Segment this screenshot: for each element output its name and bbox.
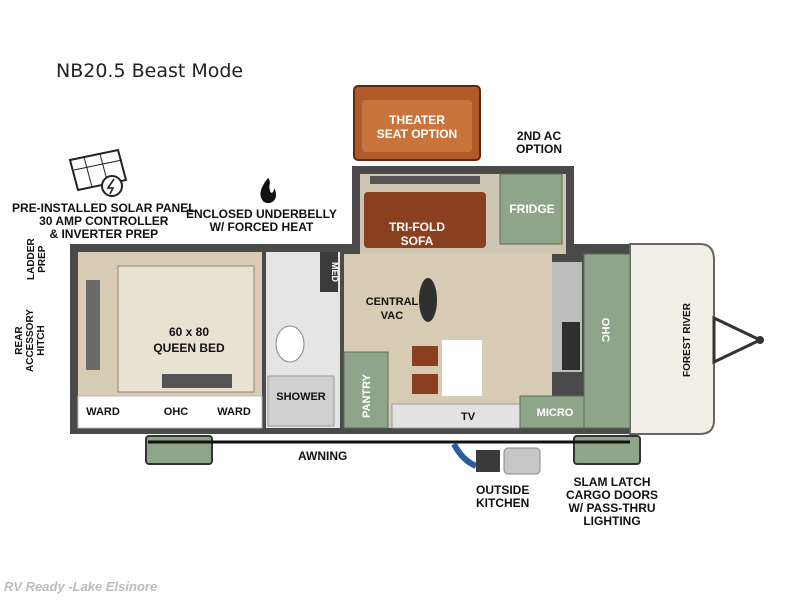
front-cap xyxy=(629,243,715,435)
shower-label: SHOWER xyxy=(276,391,326,403)
brand-label: FOREST RIVER xyxy=(682,302,693,377)
med-label: MED xyxy=(330,262,340,283)
hitch-annotation: REAR ACCESSORY HITCH xyxy=(14,309,47,372)
fridge xyxy=(499,173,563,245)
tv-label: TV xyxy=(461,411,476,423)
sofa xyxy=(364,192,486,248)
central-vac-label-2: VAC xyxy=(381,310,403,322)
central-vac-label-1: CENTRAL xyxy=(366,296,419,308)
chair-1 xyxy=(412,346,438,366)
fridge-label: FRIDGE xyxy=(509,202,554,216)
bed-size-label: 60 x 80 xyxy=(169,325,209,339)
cargo-doors-annotation: SLAM LATCH CARGO DOORS W/ PASS-THRU LIGH… xyxy=(566,475,659,528)
pantry xyxy=(343,351,389,429)
wheel-rear-left xyxy=(145,435,213,465)
watermark: RV Ready -Lake Elsinore xyxy=(4,579,158,594)
chair-2 xyxy=(412,374,438,394)
micro-label: MICRO xyxy=(537,407,574,419)
slide-window xyxy=(370,176,480,184)
ohc-front-label: OHC xyxy=(599,318,611,343)
central-vac-boot xyxy=(419,278,437,322)
bed-cabinet xyxy=(77,395,263,429)
bed xyxy=(117,265,255,393)
pantry-label: PANTRY xyxy=(361,373,373,418)
med-cabinet xyxy=(320,252,338,292)
wheel-rear-right xyxy=(573,435,641,465)
ohc-bed-label: OHC xyxy=(164,406,189,418)
stove xyxy=(562,322,580,370)
solar-annotation: PRE-INSTALLED SOLAR PANEL 30 AMP CONTROL… xyxy=(12,201,196,241)
bed-type-label: QUEEN BED xyxy=(153,341,225,355)
rear-window xyxy=(86,280,100,370)
table xyxy=(442,340,482,396)
flame-icon xyxy=(260,178,277,204)
solar-panel-icon xyxy=(68,148,128,197)
awning-annotation: AWNING xyxy=(298,449,348,463)
floorplan-title: NB20.5 Beast Mode xyxy=(56,60,244,82)
tv-cabinet xyxy=(391,403,521,429)
ac-annotation: 2ND AC OPTION xyxy=(516,129,563,156)
ladder-annotation: LADDER PREP xyxy=(26,238,48,280)
sofa-label-2: SOFA xyxy=(401,234,434,248)
shower xyxy=(267,375,335,427)
outside-kitchen xyxy=(451,442,541,475)
underbelly-annotation: ENCLOSED UNDERBELLY W/ FORCED HEAT xyxy=(186,207,337,234)
tongue-hitch xyxy=(712,315,764,365)
toilet xyxy=(275,325,305,363)
outside-kitchen-annotation: OUTSIDE KITCHEN xyxy=(476,483,530,510)
pillows xyxy=(162,374,232,388)
sofa-label-1: TRI-FOLD xyxy=(389,220,445,234)
ward-left-label: WARD xyxy=(86,406,120,418)
front-counter xyxy=(583,253,631,429)
ward-right-label: WARD xyxy=(217,406,251,418)
hitch-ball xyxy=(756,336,764,344)
